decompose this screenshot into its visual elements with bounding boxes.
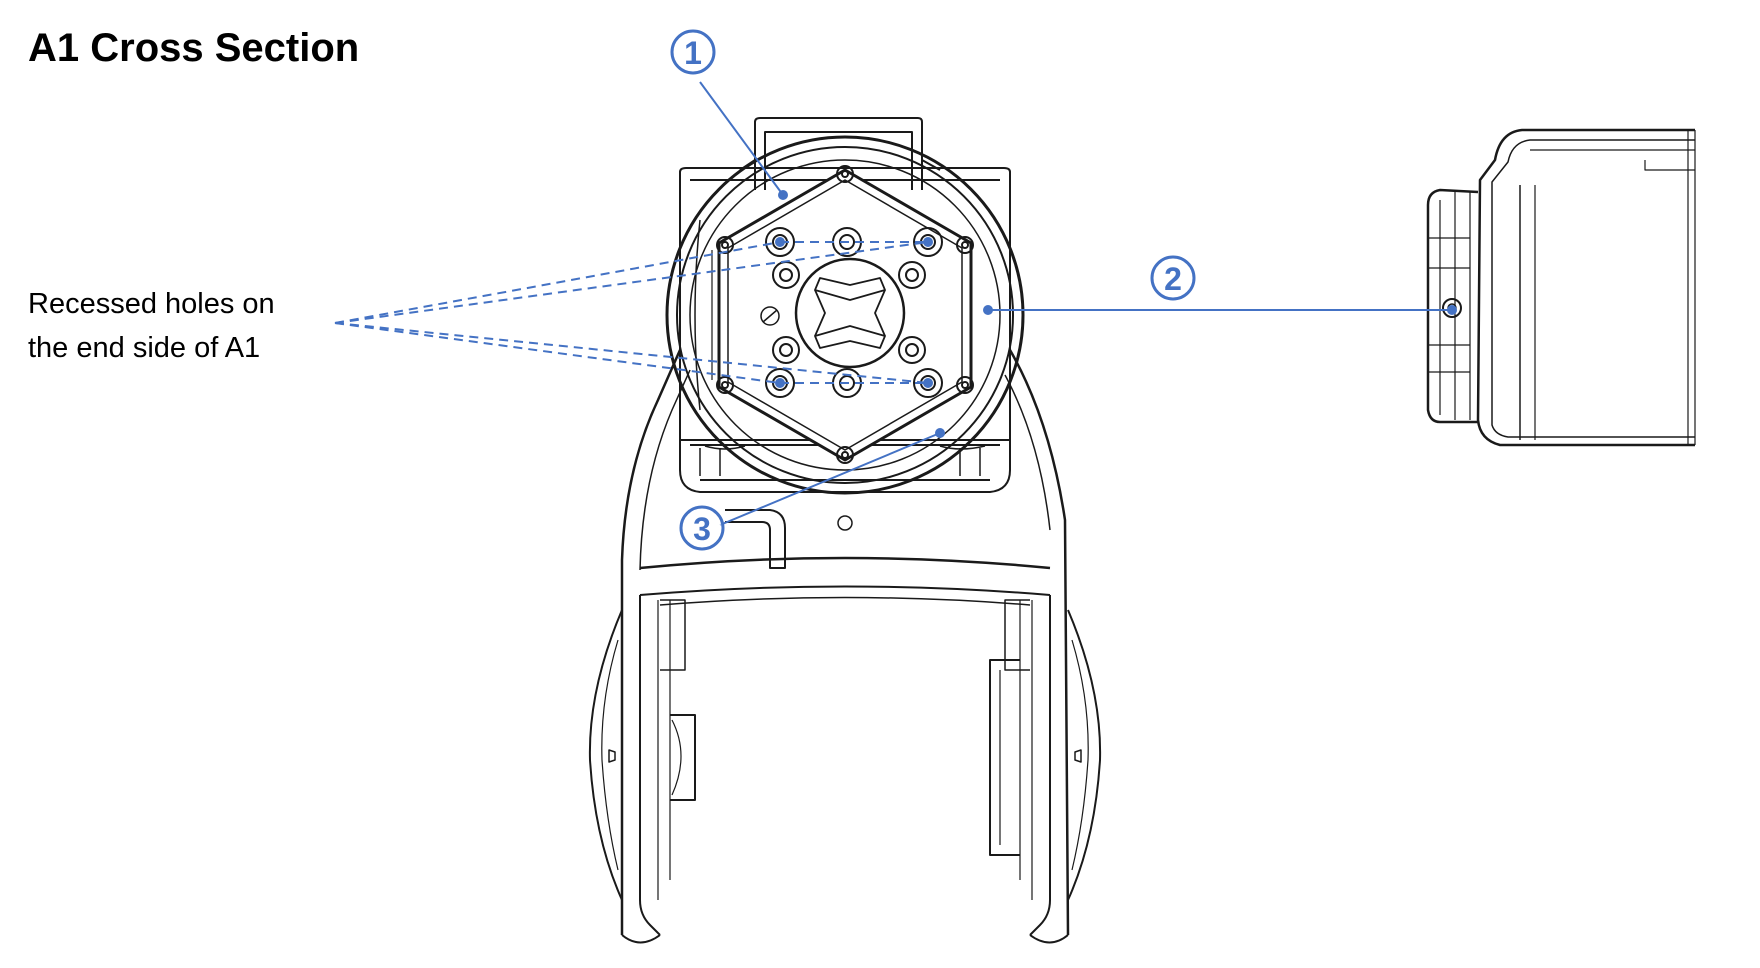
callout-1-badge	[670, 29, 716, 75]
callout-2-anchor-front	[983, 305, 993, 315]
callout-1-anchor	[778, 190, 788, 200]
callout-2: 2	[983, 255, 1457, 315]
callout-3-leader	[719, 432, 941, 526]
callout-3-anchor	[935, 428, 945, 438]
callout-1: 1	[670, 29, 788, 200]
a1-side-view-drawing	[1426, 128, 1696, 447]
leader-dots	[775, 237, 933, 388]
callout-3: 3	[679, 428, 945, 551]
callout-1-number: 1	[684, 35, 702, 71]
callout-3-number: 3	[693, 511, 711, 547]
annotation-line-2: the end side of A1	[28, 332, 261, 364]
callout-1-leader	[699, 81, 784, 196]
recessed-holes-leader-lines	[334, 241, 929, 384]
callout-3-badge	[679, 505, 725, 551]
recessed-holes-annotation: Recessed holes on the end side of A1	[28, 282, 348, 370]
page-title: A1 Cross Section	[28, 26, 360, 70]
callout-2-anchor-side	[1447, 305, 1457, 315]
callout-2-number: 2	[1164, 261, 1182, 297]
callout-2-badge	[1150, 255, 1196, 301]
annotation-line-1: Recessed holes on	[28, 288, 275, 320]
